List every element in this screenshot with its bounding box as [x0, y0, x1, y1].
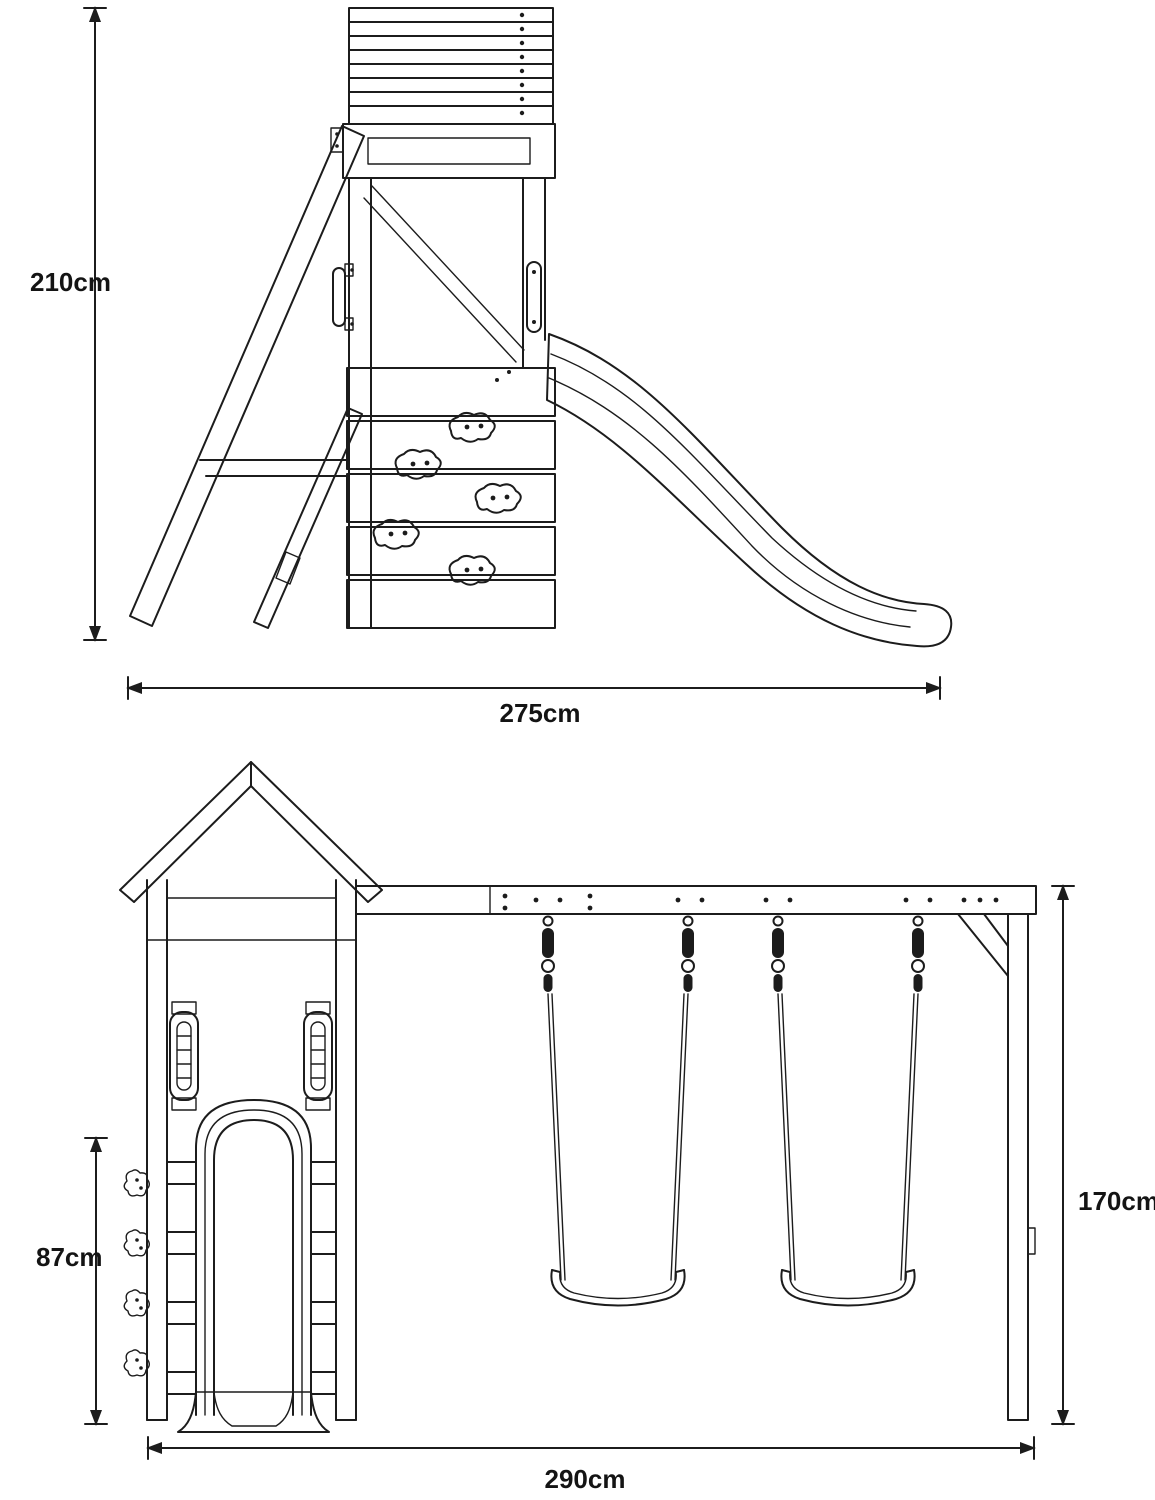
- roof-screws: [519, 12, 525, 116]
- swing-hanger: [681, 915, 695, 992]
- rock-hold: [123, 1289, 150, 1317]
- post-tab: [1027, 1227, 1036, 1255]
- tower-posts-front: [146, 879, 357, 1421]
- rock-hold: [394, 448, 442, 480]
- second-leg: [253, 407, 363, 629]
- side-width-label: 275cm: [500, 698, 581, 728]
- dimension-frame-height: 170cm: [1051, 884, 1155, 1426]
- swing-right: [777, 993, 919, 1307]
- slide-side: [546, 333, 953, 648]
- swing-ropes: [547, 993, 689, 1281]
- beam-bolts: [502, 893, 999, 911]
- climbing-wall: [346, 367, 556, 629]
- platform: [330, 123, 556, 382]
- swing-hanger: [541, 915, 555, 992]
- side-height-label: 210cm: [30, 267, 111, 297]
- slide-front: [177, 1099, 330, 1433]
- dimension-width-side: 275cm: [126, 676, 942, 728]
- rock-hold: [123, 1229, 150, 1257]
- front-view-drawing: 87cm 170cm 290cm: [36, 761, 1155, 1494]
- rock-hold: [123, 1349, 150, 1377]
- rock-hold: [123, 1169, 150, 1197]
- grab-handle-side: [332, 263, 354, 331]
- front-platform-height-label: 87cm: [36, 1242, 103, 1272]
- post-bracket: [526, 261, 542, 333]
- side-view-drawing: 210cm 275cm: [30, 6, 953, 728]
- dimension-width-front: 290cm: [146, 1436, 1036, 1494]
- rock-hold: [448, 411, 496, 443]
- roof-planks: [348, 7, 554, 125]
- rock-hold: [474, 482, 522, 514]
- rock-hold: [372, 518, 420, 550]
- swing-hanger: [771, 915, 785, 992]
- gable-roof: [119, 761, 383, 903]
- grab-handle-left: [169, 1001, 199, 1111]
- corner-brace: [957, 913, 1009, 977]
- climbing-holds-left-edge: [123, 1169, 150, 1377]
- swing-hanger: [911, 915, 925, 992]
- swing-left: [547, 993, 689, 1307]
- horizontal-brace: [199, 459, 350, 477]
- right-support-post: [957, 913, 1036, 1421]
- swing-seat: [780, 1269, 916, 1307]
- a-frame-leg: [129, 125, 365, 629]
- leg-tab: [275, 551, 301, 585]
- swing-ropes: [777, 993, 919, 1281]
- swing-seat: [550, 1269, 686, 1307]
- wall-planks-front: [166, 1161, 337, 1395]
- front-frame-height-label: 170cm: [1078, 1186, 1155, 1216]
- dimension-height-side: 210cm: [30, 6, 111, 642]
- front-width-label: 290cm: [545, 1464, 626, 1494]
- rock-hold: [448, 554, 496, 586]
- rock-holds: [372, 411, 522, 586]
- swing-beam: [355, 885, 1037, 915]
- tower-posts-side: [348, 177, 546, 629]
- interior-brace: [363, 185, 525, 363]
- grab-handle-right: [303, 1001, 333, 1111]
- dimension-wall-height: 87cm: [36, 1136, 108, 1426]
